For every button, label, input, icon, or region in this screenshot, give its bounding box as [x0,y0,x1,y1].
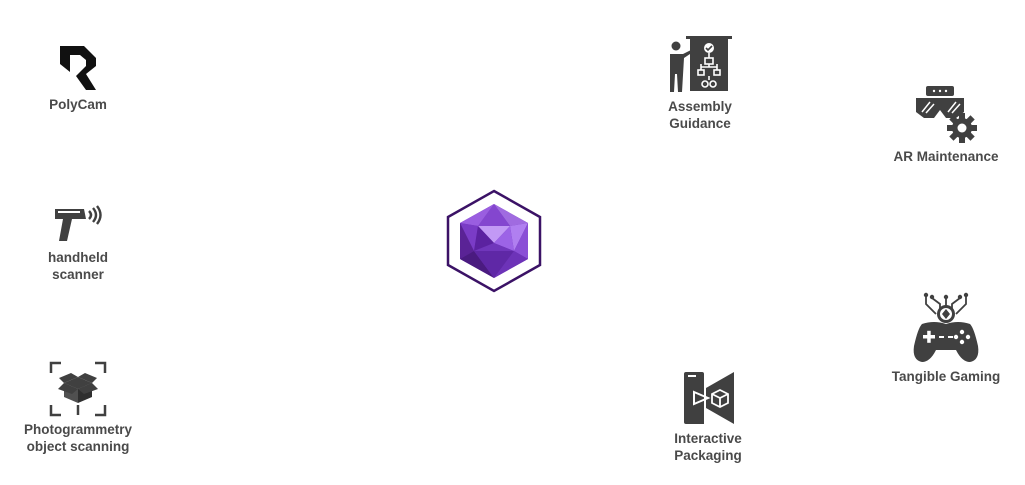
phone-cube-icon [684,372,734,424]
center-hub-logo [444,188,544,294]
label-handheld-scanner: handheld scanner [48,250,108,282]
label-ar-maintenance: AR Maintenance [893,149,999,164]
label-interactive-packaging: Interactive Packaging [674,431,742,463]
polycam-logo-icon [60,46,96,90]
presentation-flowchart-icon [670,36,732,92]
handheld-scanner-icon [55,205,102,241]
label-photogrammetry: Photogrammetry object scanning [23,422,133,454]
gamepad-circuit-icon [913,292,979,362]
icosahedron-icon [446,189,542,293]
node-assembly-guidance: Assembly Guidance [652,34,748,132]
node-handheld-scanner: handheld scanner [30,205,126,283]
node-tangible-gaming: Tangible Gaming [880,292,1012,385]
node-interactive-packaging: Interactive Packaging [660,370,756,464]
scan-box-icon [49,361,107,417]
node-photogrammetry: Photogrammetry object scanning [10,361,146,455]
label-assembly-guidance: Assembly Guidance [668,99,732,131]
vr-headset-gear-icon [916,86,977,143]
node-polycam: PolyCam [30,44,126,113]
node-ar-maintenance: AR Maintenance [883,84,1009,165]
label-polycam: PolyCam [49,97,107,112]
label-tangible-gaming: Tangible Gaming [891,369,1001,384]
